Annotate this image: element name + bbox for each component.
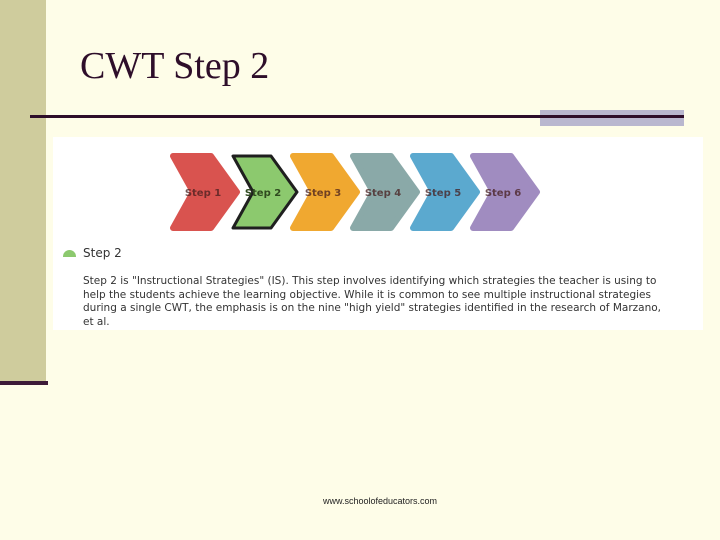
footer-url[interactable]: www.schoolofeducators.com bbox=[322, 496, 438, 506]
title-rule bbox=[30, 115, 684, 118]
step-2-arrow[interactable]: Step 2 bbox=[231, 154, 299, 230]
step-6-arrow[interactable]: Step 6 bbox=[470, 153, 540, 231]
step-description: Step 2 is "Instructional Strategies" (IS… bbox=[83, 275, 661, 328]
step-3-label: Step 3 bbox=[305, 188, 341, 199]
title-rule-accent bbox=[540, 110, 684, 126]
left-sidebar-bar bbox=[0, 0, 46, 383]
step-4-label: Step 4 bbox=[365, 188, 401, 199]
step-5-arrow[interactable]: Step 5 bbox=[410, 153, 480, 231]
step-heading-icon bbox=[63, 250, 76, 257]
step-6-label: Step 6 bbox=[485, 188, 521, 199]
step-3-arrow[interactable]: Step 3 bbox=[290, 153, 360, 231]
step-4-arrow[interactable]: Step 4 bbox=[350, 153, 420, 231]
screenshot-panel: Step 1 Step 3 Step 4 Step 5 Step 6 Step 2 Ste… bbox=[53, 137, 703, 330]
slide-title: CWT Step 2 bbox=[80, 45, 270, 87]
step-1-arrow[interactable]: Step 1 bbox=[170, 153, 240, 231]
step-5-label: Step 5 bbox=[425, 188, 461, 199]
step-1-label: Step 1 bbox=[185, 188, 221, 199]
step-navigator[interactable]: Step 1 Step 3 Step 4 Step 5 Step 6 Step 2 bbox=[53, 137, 703, 242]
step-heading: Step 2 bbox=[83, 246, 122, 260]
step-2-label: Step 2 bbox=[245, 188, 281, 199]
sidebar-divider bbox=[0, 381, 48, 385]
